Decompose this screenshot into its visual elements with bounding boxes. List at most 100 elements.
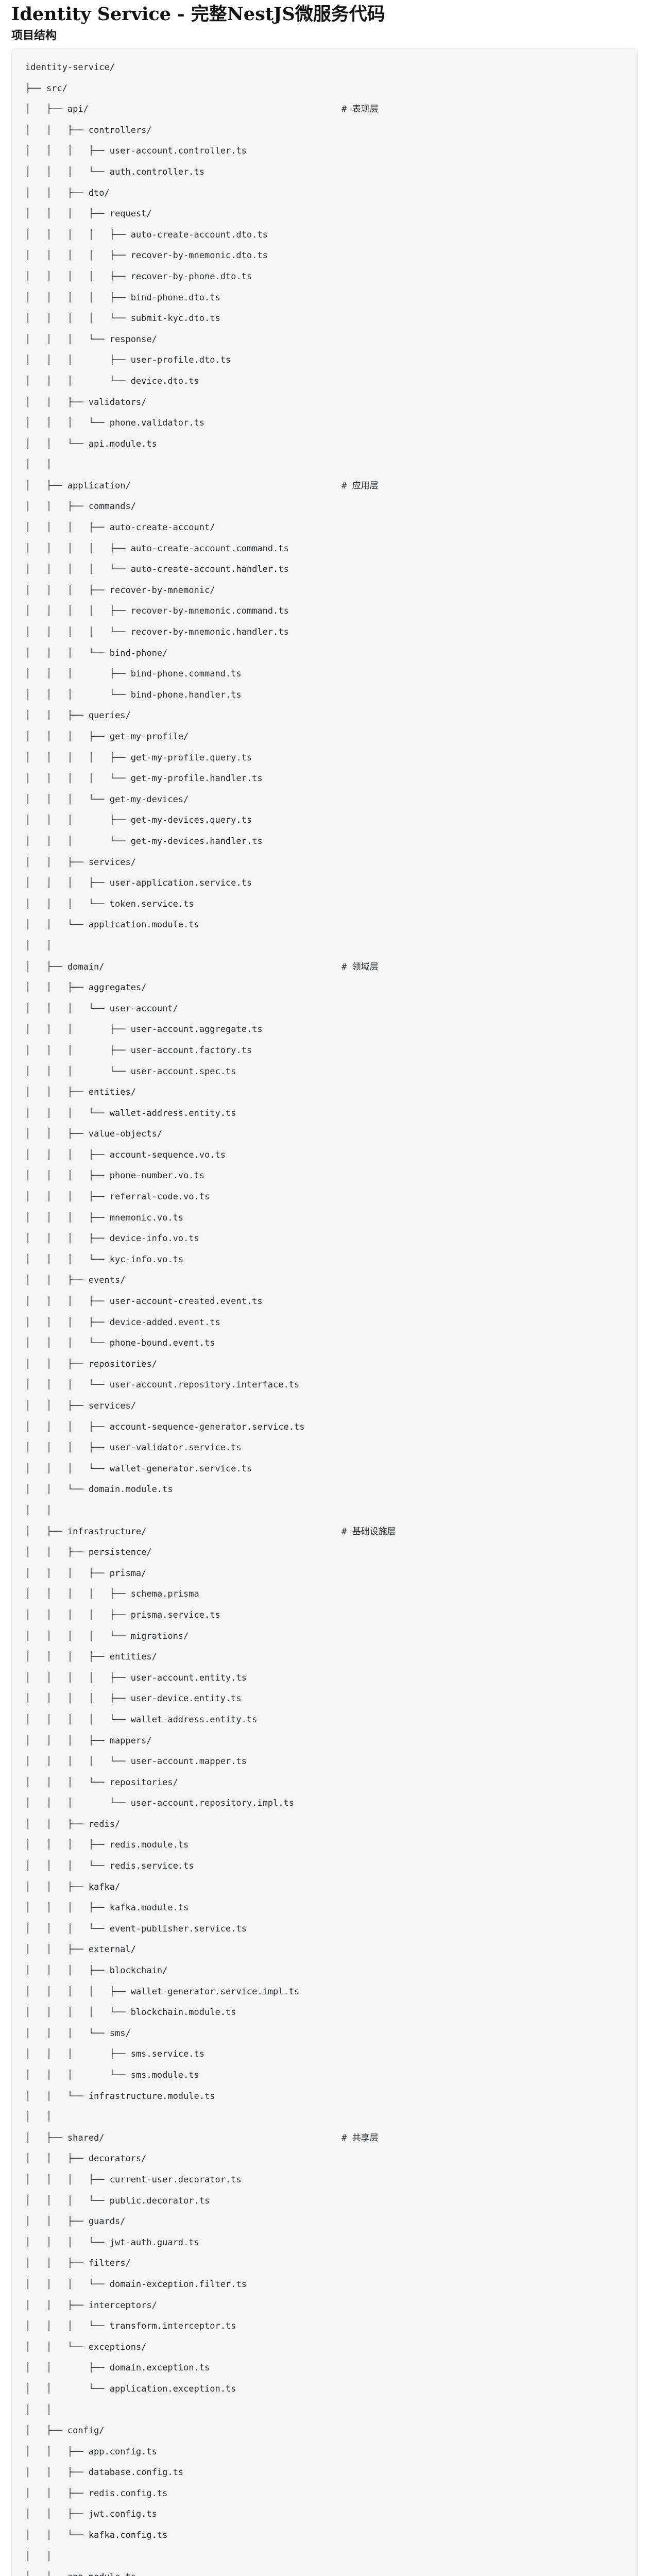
tree-line: │ │ │ └── phone.validator.ts	[25, 418, 204, 429]
tree-line: │ │ │ │ └── get-my-profile.handler.ts	[25, 773, 263, 784]
tree-line: │ │ │ └── repositories/	[25, 1777, 178, 1788]
tree-line: │ │ ├── validators/	[25, 397, 147, 408]
tree-line: │ │ │ └── bind-phone/	[25, 648, 168, 658]
tree-line: │ │ └── application.exception.ts	[25, 2383, 236, 2394]
tree-line: │ │ │ │ └── migrations/	[25, 1631, 189, 1641]
tree-line: │ │	[25, 2112, 52, 2123]
tree-line: ├── src/	[25, 83, 67, 94]
tree-line: │ ├── infrastructure/ # 基础设施层	[25, 1526, 396, 1537]
tree-line: │ ├── api/ # 表现层	[25, 104, 379, 115]
tree-line: │ │ ├── filters/	[25, 2258, 131, 2269]
tree-line: │ │ │ └── get-my-devices.handler.ts	[25, 836, 263, 846]
tree-line: │ │ │ ├── account-sequence-generator.ser…	[25, 1421, 305, 1432]
tree-line: │ │ │ │ └── blockchain.module.ts	[25, 2007, 236, 2018]
page-title: Identity Service - 完整NestJS微服务代码	[11, 4, 385, 25]
tree-line: │ │ │ │ ├── schema.prisma	[25, 1589, 199, 1600]
tree-line: │ │ ├── repositories/	[25, 1359, 157, 1369]
tree-line: │ │ │ ├── user-account.aggregate.ts	[25, 1024, 263, 1035]
tree-line: │ │ │ ├── blockchain/	[25, 1965, 168, 1976]
tree-line: │ │ │ └── user-account.spec.ts	[25, 1066, 236, 1077]
tree-line: │ │ │ └── kyc-info.vo.ts	[25, 1254, 184, 1265]
tree-line: │ │ ├── services/	[25, 857, 136, 868]
tree-line: │ │ ├── jwt.config.ts	[25, 2509, 157, 2520]
tree-line: │ │ │ ├── current-user.decorator.ts	[25, 2174, 242, 2185]
tree-line: │ │ │ └── response/	[25, 334, 157, 345]
tree-line: │ ├── shared/ # 共享层	[25, 2132, 379, 2143]
tree-line: │ │ └── application.module.ts	[25, 920, 199, 930]
tree-line: │ │ │ └── domain-exception.filter.ts	[25, 2279, 247, 2290]
tree-line: │ │ │ │ ├── prisma.service.ts	[25, 1609, 220, 1620]
tree-line: │ │ │ ├── get-my-devices.query.ts	[25, 815, 252, 826]
tree-line: │ │ └── infrastructure.module.ts	[25, 2091, 215, 2102]
tree-line: │ │ │ └── sms/	[25, 2028, 131, 2039]
tree-line: │ │ ├── commands/	[25, 501, 136, 512]
tree-line: │ │ │ └── device.dto.ts	[25, 376, 199, 386]
tree-line: │ │ │ ├── user-account-created.event.ts	[25, 1296, 263, 1307]
tree-line: │ │ └── exceptions/	[25, 2342, 147, 2352]
tree-line: │ │ │ ├── referral-code.vo.ts	[25, 1192, 210, 1202]
tree-line: │ │ │ ├── bind-phone.command.ts	[25, 669, 242, 680]
tree-line: │ │ │ │ ├── user-device.entity.ts	[25, 1693, 242, 1704]
tree-comment: # 应用层	[341, 480, 379, 491]
tree-line: │ │	[25, 1505, 52, 1516]
tree-line: │ │ │ │ └── submit-kyc.dto.ts	[25, 313, 220, 324]
tree-line: │ │ ├── redis.config.ts	[25, 2488, 168, 2499]
tree-line: │ │ │ └── sms.module.ts	[25, 2070, 199, 2080]
tree-line: │ │ ├── guards/	[25, 2216, 126, 2227]
tree-line: │ │ ├── app.config.ts	[25, 2446, 157, 2457]
tree-line: │ │ │ ├── redis.module.ts	[25, 1840, 189, 1851]
tree-comment: # 表现层	[341, 104, 379, 115]
tree-line: │ │ │ │ └── user-account.mapper.ts	[25, 1756, 247, 1767]
tree-line: │ │ │ │ ├── auto-create-account.command.…	[25, 543, 289, 554]
tree-line: │ │ │ └── transform.interceptor.ts	[25, 2321, 236, 2332]
tree-comment: # 基础设施层	[341, 1526, 396, 1537]
tree-line: │ │	[25, 2404, 52, 2415]
tree-line: │ │ │ ├── account-sequence.vo.ts	[25, 1149, 226, 1160]
tree-line: │ │ ├── value-objects/	[25, 1129, 163, 1140]
tree-line: │ │ ├── redis/	[25, 1819, 121, 1829]
tree-line: │ │ │ ├── recover-by-mnemonic/	[25, 585, 215, 596]
tree-line: │ │ ├── database.config.ts	[25, 2467, 184, 2478]
tree-line: │ ├── application/ # 应用层	[25, 480, 379, 491]
tree-line: │ │ │ ├── user-account.factory.ts	[25, 1045, 252, 1056]
tree-line: │ │ │ ├── user-validator.service.ts	[25, 1443, 242, 1453]
tree-line: │ │ │ ├── get-my-profile/	[25, 732, 189, 742]
tree-line: │ │ │ │ ├── recover-by-mnemonic.dto.ts	[25, 250, 268, 261]
tree-line: │ │ │ └── phone-bound.event.ts	[25, 1338, 215, 1349]
tree-line: │ │ │ │ ├── user-account.entity.ts	[25, 1672, 247, 1683]
tree-line: │ │ ├── events/	[25, 1275, 126, 1286]
tree-line: identity-service/	[25, 62, 115, 73]
tree-line: │ │ │ ├── mnemonic.vo.ts	[25, 1212, 184, 1223]
tree-line: │ │ │ ├── phone-number.vo.ts	[25, 1171, 204, 1181]
tree-line: │ │ │ └── jwt-auth.guard.ts	[25, 2237, 199, 2248]
tree-line: │ │ │ ├── entities/	[25, 1652, 157, 1663]
project-structure-code-block: identity-service/ ├── src/ │ ├── api/ # 表现…	[11, 48, 638, 2576]
tree-line: │ │ ├── kafka/	[25, 1882, 121, 1892]
tree-line: │ │	[25, 460, 52, 470]
file-tree: identity-service/ ├── src/ │ ├── api/ # 表现…	[25, 57, 624, 2576]
tree-line: │ │ └── api.module.ts	[25, 438, 157, 449]
tree-line: │ │ ├── aggregates/	[25, 982, 147, 993]
tree-line: │ │ └── kafka.config.ts	[25, 2530, 168, 2541]
tree-line: │ │	[25, 2551, 52, 2562]
tree-line: │ │ │ ├── user-account.controller.ts	[25, 146, 247, 157]
tree-line: │ │ │ └── get-my-devices/	[25, 794, 189, 805]
tree-line: │ │ │ │ ├── auto-create-account.dto.ts	[25, 229, 268, 240]
tree-line: │ │ │ └── user-account.repository.interf…	[25, 1380, 300, 1391]
tree-line: │ │ │ └── event-publisher.service.ts	[25, 1923, 247, 1934]
tree-line: │ │ │ └── wallet-address.entity.ts	[25, 1108, 236, 1118]
tree-line: │ │ ├── interceptors/	[25, 2300, 157, 2311]
tree-line: │ │ └── domain.module.ts	[25, 1484, 173, 1495]
tree-line: │ │ │ └── bind-phone.handler.ts	[25, 689, 242, 700]
tree-line: │ │ ├── domain.exception.ts	[25, 2363, 210, 2374]
tree-line: │ │ │ └── token.service.ts	[25, 899, 194, 909]
tree-line: │ │ │ │ ├── recover-by-phone.dto.ts	[25, 271, 252, 282]
tree-comment: # 共享层	[341, 2132, 379, 2143]
tree-line: │ │ │ ├── auto-create-account/	[25, 522, 215, 533]
tree-line: │ │ │ │ ├── wallet-generator.service.imp…	[25, 1986, 300, 1997]
tree-line: │ │ │ │ └── wallet-address.entity.ts	[25, 1714, 258, 1725]
tree-line: │ │ │ ├── device-added.event.ts	[25, 1317, 220, 1328]
tree-line: │ │ │ ├── sms.service.ts	[25, 2049, 204, 2060]
tree-line: │ │	[25, 940, 52, 951]
tree-line: │ │ │ ├── device-info.vo.ts	[25, 1233, 199, 1244]
